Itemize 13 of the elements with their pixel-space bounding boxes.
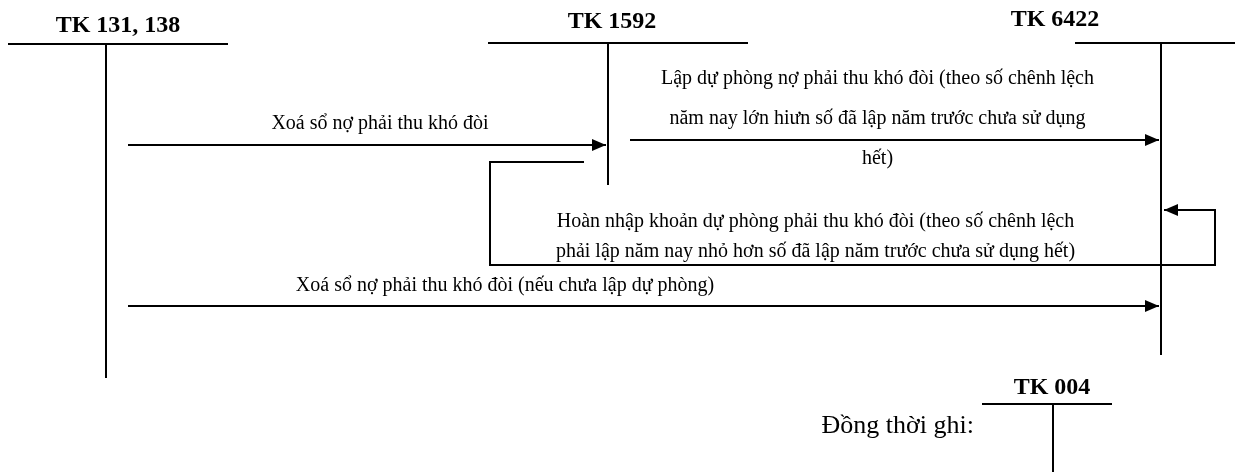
edge-label: Xoá sổ nợ phải thu khó đòi (nếu chưa lập dự phòng)	[294, 272, 716, 298]
edge-label: Xoá sổ nợ phải thu khó đòi	[270, 110, 490, 136]
account-title: TK 004	[1012, 372, 1092, 401]
account-title: TK 131, 138	[54, 10, 182, 39]
edge-label: Hoàn nhập khoản dự phòng phải thu khó đòi (theo số chênh lệch phải lập năm nay nhỏ hơn số đã lập năm trước chưa sử dụng hết)	[554, 208, 1077, 264]
arrow	[489, 161, 1216, 266]
arrow	[629, 134, 1160, 146]
arrow	[127, 300, 1160, 312]
edge-label: Lập dự phòng nợ phải thu khó đòi (theo số chênh lệch năm nay lớn hiưn số đã lập năm trước chưa sử dụng hết)	[660, 65, 1095, 171]
account-title: TK 1592	[566, 6, 658, 35]
note-text: Đồng thời ghi:	[821, 409, 974, 441]
arrow	[127, 139, 607, 151]
account-title: TK 6422	[1009, 4, 1101, 33]
